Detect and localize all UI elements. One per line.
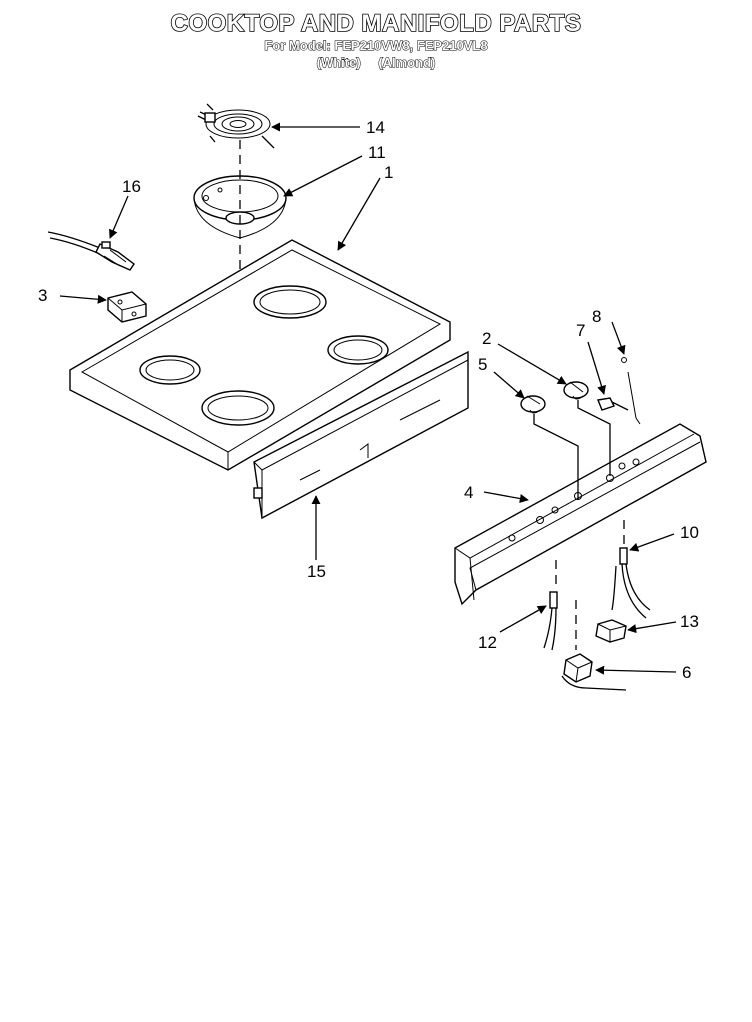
infinite-switch-13 xyxy=(595,619,627,643)
wire-connector-12 xyxy=(543,560,558,651)
callout-3: 3 xyxy=(38,286,47,305)
wire-connector-10 xyxy=(611,520,651,619)
callout-2: 2 xyxy=(482,329,491,348)
callout-15: 15 xyxy=(307,562,326,581)
finish-line: (White) (Almond) xyxy=(0,55,752,71)
model-line: For Model: FEP210VW8, FEP210VL8 xyxy=(264,38,488,54)
callout-8: 8 xyxy=(592,307,601,326)
callout-7: 7 xyxy=(576,321,585,340)
terminal-block-cord xyxy=(47,231,135,271)
callout-5: 5 xyxy=(478,355,487,374)
infinite-switch-6 xyxy=(561,600,627,691)
control-manifold xyxy=(454,423,707,606)
knob-2 xyxy=(563,381,589,400)
callout-labels: 14 11 1 16 3 2 5 7 8 4 10 15 13 12 6 xyxy=(38,118,699,682)
callout-16: 16 xyxy=(122,177,141,196)
callout-12: 12 xyxy=(478,633,497,652)
finish-almond: (Almond) xyxy=(378,55,436,71)
callout-6: 6 xyxy=(682,663,691,682)
cooktop-panel xyxy=(69,239,451,471)
bracket xyxy=(107,291,147,323)
finish-white: (White) xyxy=(316,55,361,71)
callout-1: 1 xyxy=(384,163,393,182)
callout-11: 11 xyxy=(368,143,386,162)
knob-5 xyxy=(520,395,546,414)
diagram-title: COOKTOP AND MANIFOLD PARTS xyxy=(170,9,582,38)
leader-lines xyxy=(59,122,677,675)
callout-13: 13 xyxy=(680,612,699,631)
callout-4: 4 xyxy=(464,483,473,502)
callout-14: 14 xyxy=(366,118,385,137)
indicator-light xyxy=(597,397,629,411)
manifold-panel xyxy=(253,350,469,520)
surface-element-coil xyxy=(197,103,275,149)
clip xyxy=(621,357,641,425)
callout-10: 10 xyxy=(680,523,699,542)
